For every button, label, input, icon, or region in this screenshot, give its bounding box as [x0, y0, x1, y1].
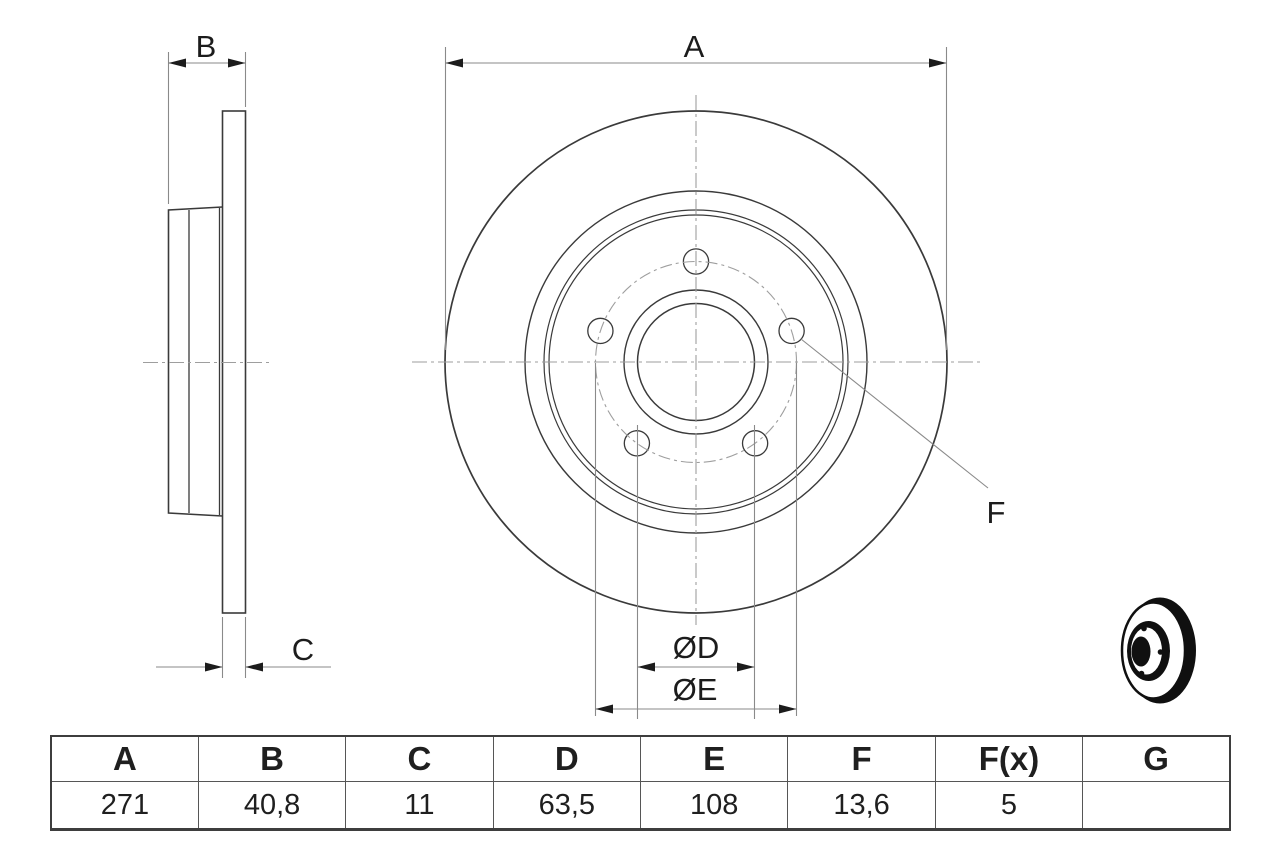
arrowhead [228, 58, 246, 68]
table-value-cell: 40,8 [197, 781, 347, 830]
arrowhead [779, 704, 797, 714]
dimension-e-label: ØE [673, 672, 718, 707]
dimension-d-label: ØD [673, 630, 720, 665]
table-value-cell: 11 [345, 781, 494, 830]
dimension-c-label: C [292, 632, 314, 667]
arrowhead [445, 58, 463, 68]
table-header-cell: A [50, 735, 199, 782]
table-header-cell: B [197, 735, 347, 782]
thumbnail-bolt-hole [1157, 649, 1164, 655]
table-value-row: 271 40,8 11 63,5 108 13,6 5 [50, 781, 1231, 830]
dimension-f-label: F [987, 495, 1006, 530]
thumbnail-bolt-hole [1138, 670, 1145, 677]
table-value-cell: 13,6 [787, 781, 936, 830]
dimension-b: B [167, 29, 247, 204]
arrowhead [637, 662, 655, 672]
bolt-circle-centerline [594, 260, 798, 464]
dimension-b-label: B [196, 29, 217, 64]
side-view [167, 110, 247, 614]
table-value-cell: 271 [50, 781, 199, 830]
table-header-cell: E [639, 735, 789, 782]
bolt-hole [778, 317, 805, 345]
table-header-cell: G [1082, 735, 1231, 782]
table-value-cell: 5 [934, 781, 1084, 830]
thumbnail-centre-bore [1131, 636, 1151, 667]
front-view-centerlines [412, 95, 982, 625]
brake-disc-technical-drawing: A B C ØD [143, 29, 1196, 719]
dimension-a-label: A [684, 29, 705, 64]
bolt-hole [587, 317, 614, 345]
dimension-a: A [444, 29, 948, 350]
dimension-c: C [156, 617, 331, 678]
arrowhead [168, 58, 186, 68]
table-header-cell: D [492, 735, 642, 782]
bolt-holes [587, 248, 805, 457]
table-value-cell [1082, 781, 1231, 830]
bolt-hole [623, 430, 651, 457]
leader-line [800, 338, 989, 489]
hat-section-outline [167, 206, 223, 517]
arrowhead [929, 58, 947, 68]
table-value-cell: 63,5 [492, 781, 642, 830]
arrowhead [595, 704, 613, 714]
table-header-cell: C [345, 735, 494, 782]
brake-disc-thumbnail-icon [1120, 597, 1196, 704]
table-header-cell: F [787, 735, 936, 782]
table-header-row: A B C D E F F(x) G [50, 735, 1231, 782]
dimensions-table: A B C D E F F(x) G 271 40,8 11 63,5 108 … [50, 735, 1231, 831]
bolt-hole [741, 430, 769, 457]
dimension-d: ØD [636, 425, 756, 719]
arrowhead [737, 662, 755, 672]
thumbnail-bolt-hole [1141, 625, 1147, 632]
arrowhead [205, 662, 223, 672]
dimension-f: F [800, 338, 1006, 530]
dimension-e: ØE [594, 363, 798, 716]
bolt-hole [682, 248, 710, 275]
table-value-cell: 108 [639, 781, 789, 830]
arrowhead [245, 662, 263, 672]
table-header-cell: F(x) [934, 735, 1084, 782]
